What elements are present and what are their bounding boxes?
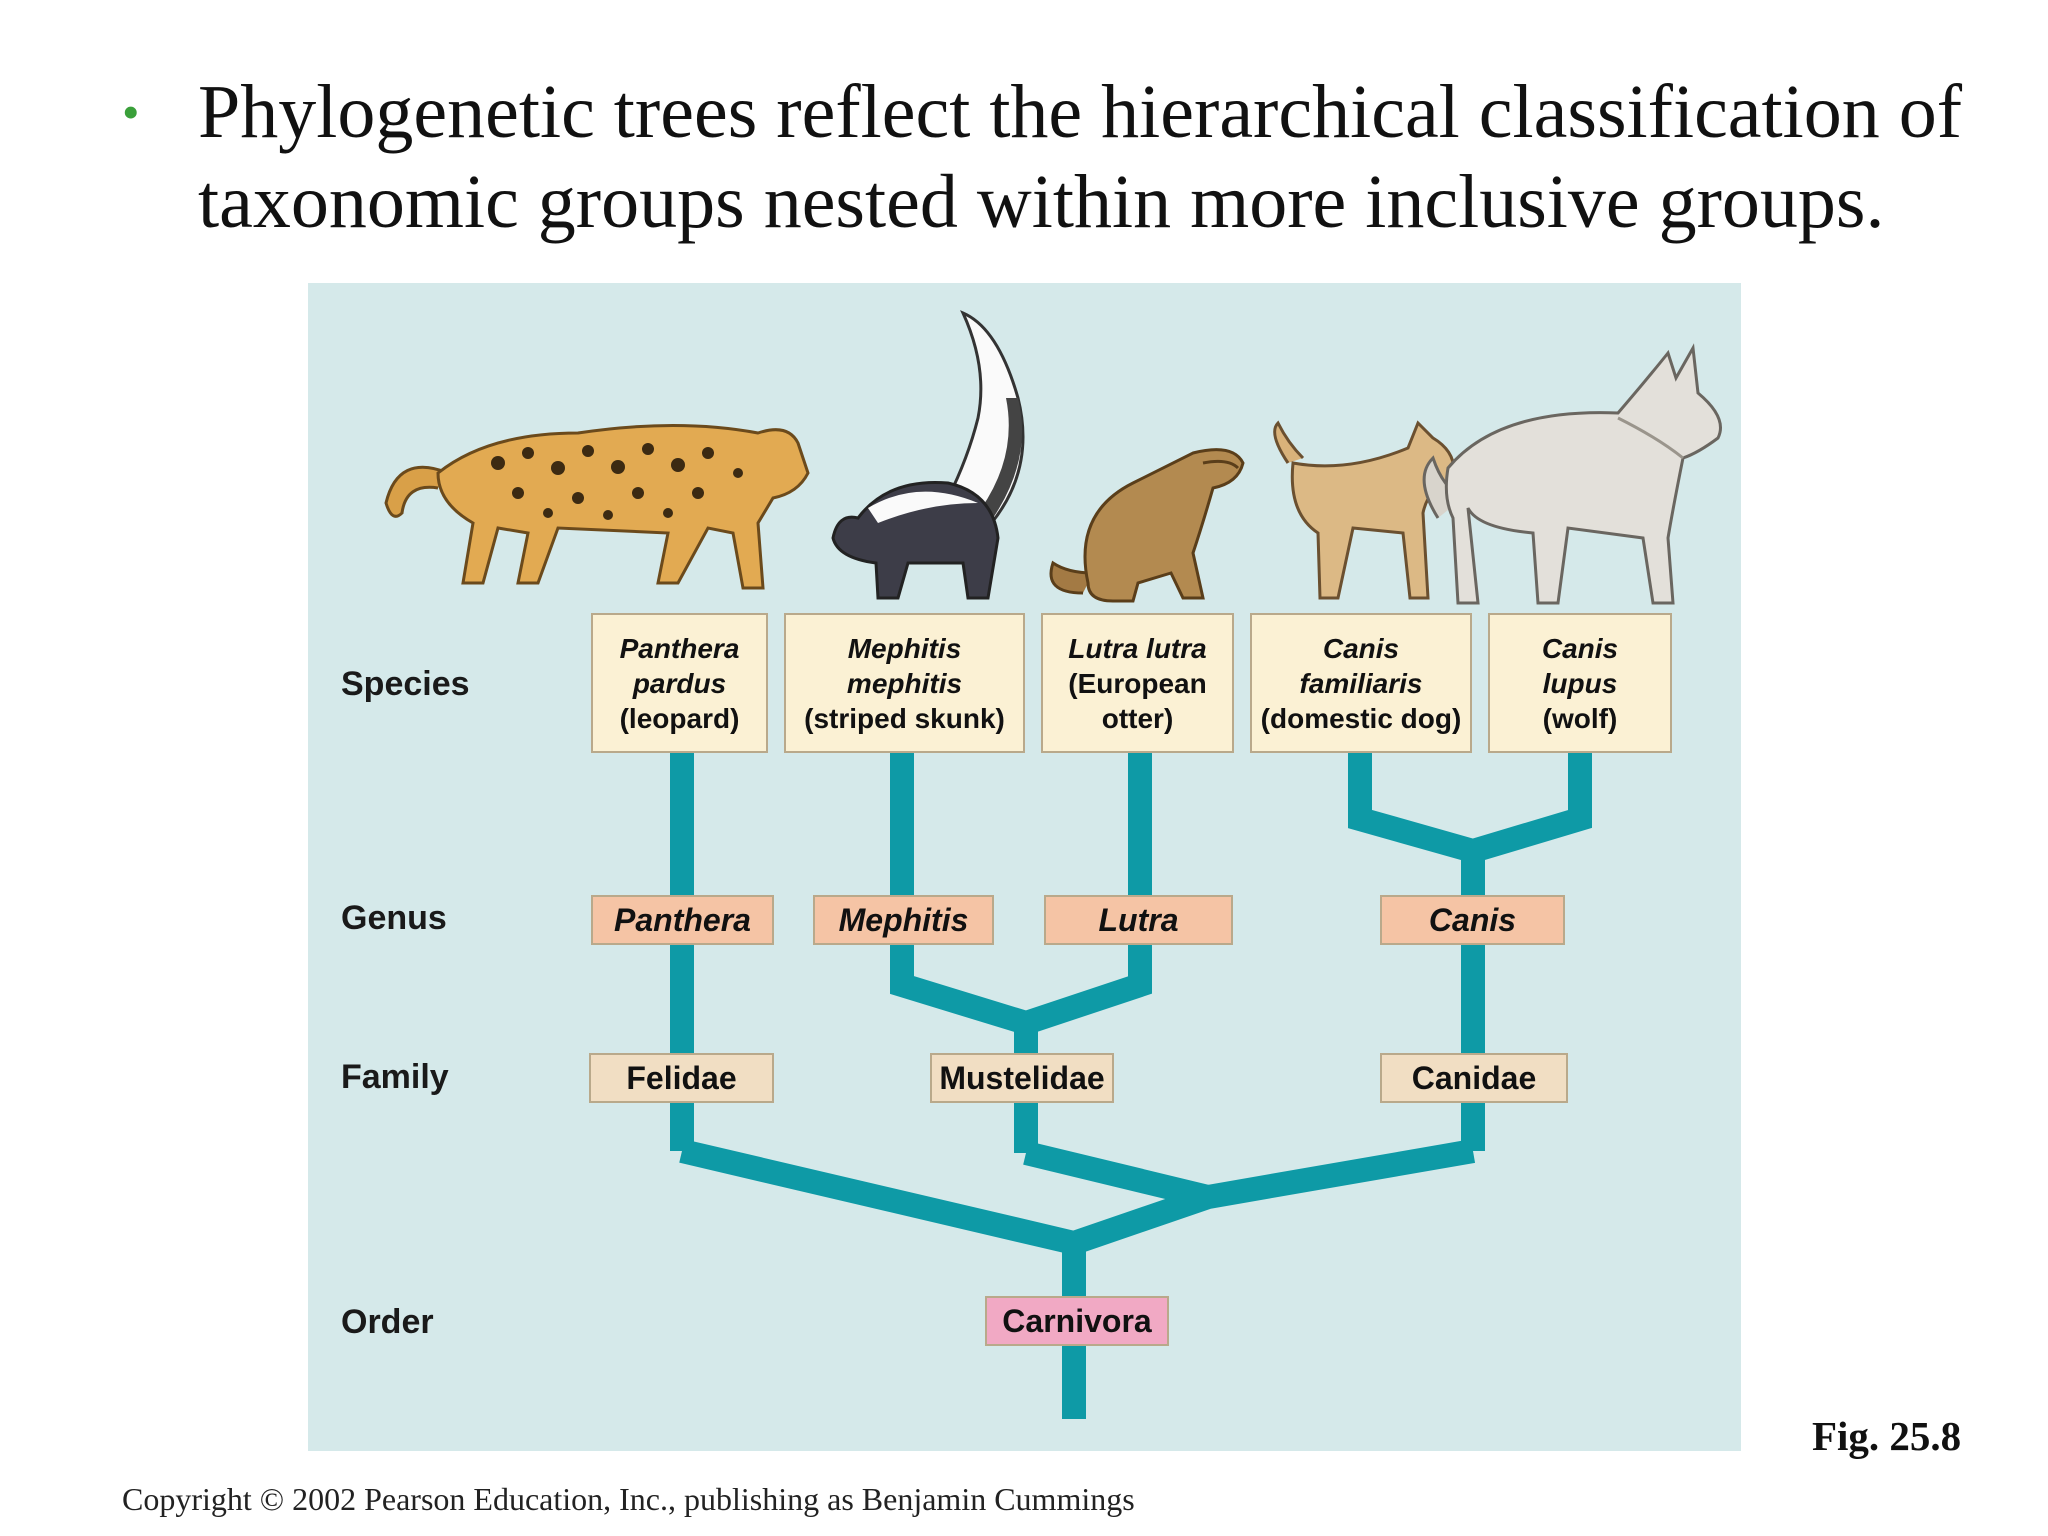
order-box-carnivora: Carnivora	[985, 1296, 1169, 1346]
title-line-2: taxonomic groups nested within more incl…	[198, 160, 1885, 244]
common-name: (striped skunk)	[804, 702, 1005, 734]
species-box-striped-skunk: Mephitis mephitis (striped skunk)	[784, 613, 1025, 753]
family-box-mustelidae: Mustelidae	[930, 1053, 1114, 1103]
genus-box-canis: Canis	[1380, 895, 1565, 945]
phylogeny-figure: Species Genus Family Order Panthera pard…	[308, 283, 1741, 1451]
rank-label-species: Species	[341, 665, 470, 703]
otter-illustration	[1049, 448, 1245, 603]
genus-box-panthera: Panthera	[591, 895, 774, 945]
common-name-part1: (European	[1068, 667, 1207, 699]
species-box-domestic-dog: Canis familiaris (domestic dog)	[1250, 613, 1472, 753]
skunk-illustration	[831, 310, 1025, 600]
species-epithet: pardus	[632, 667, 727, 699]
leopard-illustration	[384, 424, 810, 590]
family-box-felidae: Felidae	[589, 1053, 774, 1103]
rank-label-family: Family	[341, 1058, 449, 1096]
wolf-illustration	[1422, 343, 1722, 605]
species-name: Canis	[1322, 632, 1400, 664]
species-name: Panthera	[619, 632, 740, 664]
title-line-1: Phylogenetic trees reflect the hierarchi…	[198, 70, 1963, 154]
species-name: Lutra lutra	[1068, 632, 1207, 664]
rank-label-order: Order	[341, 1303, 434, 1341]
copyright-notice: Copyright © 2002 Pearson Education, Inc.…	[122, 1481, 1135, 1517]
species-box-wolf: Canis lupus (wolf)	[1488, 613, 1672, 753]
genus-box-mephitis: Mephitis	[813, 895, 994, 945]
genus-box-lutra: Lutra	[1044, 895, 1233, 945]
family-box-canidae: Canidae	[1380, 1053, 1568, 1103]
common-name-part2: otter)	[1101, 702, 1174, 734]
common-name: (leopard)	[619, 702, 740, 734]
species-epithet: lupus	[1542, 667, 1618, 699]
bullet: •	[122, 84, 140, 140]
species-epithet: mephitis	[846, 667, 963, 699]
common-name: (domestic dog)	[1260, 702, 1462, 734]
figure-label: Fig. 25.8	[1812, 1413, 1962, 1459]
rank-label-genus: Genus	[341, 899, 447, 937]
phylogenetic-tree-branches	[670, 753, 1592, 1419]
species-box-leopard: Panthera pardus (leopard)	[591, 613, 768, 753]
species-name: Canis	[1541, 632, 1619, 664]
species-epithet: familiaris	[1299, 667, 1423, 699]
species-box-european-otter: Lutra lutra (European otter)	[1041, 613, 1234, 753]
species-name: Mephitis	[847, 632, 962, 664]
common-name: (wolf)	[1542, 702, 1618, 734]
